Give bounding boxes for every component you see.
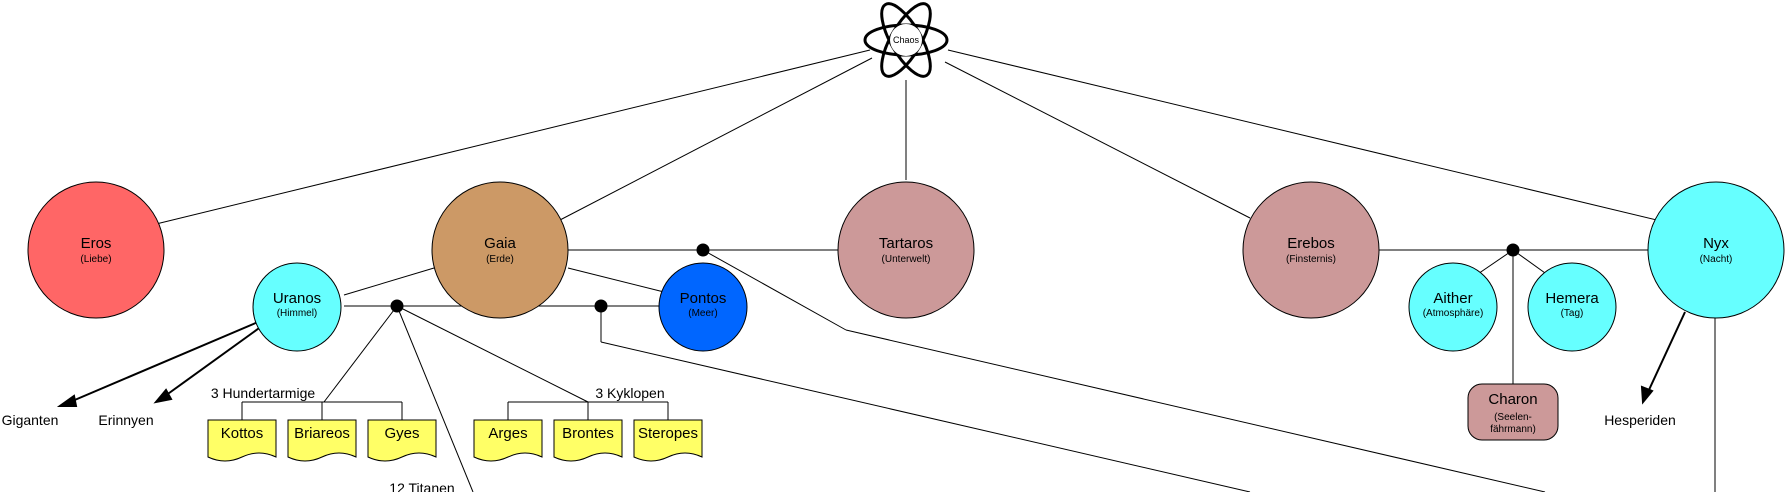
union-dot-gaia-pontos	[594, 299, 608, 313]
deity-name: Eros	[81, 235, 112, 252]
deity-sub: (Erde)	[486, 254, 514, 265]
box-label: Brontes	[562, 425, 614, 442]
box-label: Briareos	[294, 425, 350, 442]
chaos-label: Chaos	[893, 35, 920, 45]
union-dot-gaia-tartaros	[696, 243, 710, 257]
deity-sub: (Nacht)	[1700, 254, 1733, 265]
doc-box-steropes: Steropes	[633, 419, 703, 462]
deity-name: Hemera	[1545, 290, 1599, 307]
group-label-kyklopen: 3 Kyklopen	[595, 385, 664, 401]
doc-box-gyes: Gyes	[367, 419, 437, 462]
deity-charon: Charon (Seelen- fährmann)	[1467, 383, 1559, 441]
deity-eros: Eros (Liebe)	[27, 181, 165, 319]
deity-tartaros: Tartaros (Unterwelt)	[837, 181, 975, 319]
deity-sub: (Meer)	[688, 308, 717, 319]
deity-name: Tartaros	[879, 235, 933, 252]
deity-sub-line2: fährmann)	[1490, 424, 1536, 435]
union-dot-erebos-nyx	[1506, 243, 1520, 257]
box-label: Gyes	[384, 425, 419, 442]
box-label: Arges	[488, 425, 527, 442]
offspring-hesperiden: Hesperiden	[1604, 412, 1676, 428]
deity-aither: Aither (Atmosphäre)	[1408, 262, 1498, 352]
chaos-atom-icon: Chaos	[863, 2, 949, 78]
deity-name: Pontos	[680, 290, 727, 307]
box-label: Kottos	[221, 425, 264, 442]
group-label-hundertarmige: 3 Hundertarmige	[211, 385, 315, 401]
deity-name: Nyx	[1703, 235, 1729, 252]
deity-name: Erebos	[1287, 235, 1335, 252]
deity-pontos: Pontos (Meer)	[658, 262, 748, 352]
offspring-erinnyen: Erinnyen	[98, 412, 153, 428]
deity-sub: (Liebe)	[80, 254, 111, 265]
deity-erebos: Erebos (Finsternis)	[1242, 181, 1380, 319]
deity-sub: (Atmosphäre)	[1423, 308, 1484, 319]
deity-hemera: Hemera (Tag)	[1527, 262, 1617, 352]
deity-sub-line1: (Seelen-	[1494, 412, 1532, 423]
union-dot-uranos-gaia	[390, 299, 404, 313]
deity-sub: (Himmel)	[277, 308, 318, 319]
deity-sub: (Finsternis)	[1286, 254, 1336, 265]
box-label: Steropes	[638, 425, 698, 442]
deity-gaia: Gaia (Erde)	[431, 181, 569, 319]
doc-box-brontes: Brontes	[553, 419, 623, 462]
deity-name: Aither	[1433, 290, 1472, 307]
deity-sub: (Tag)	[1561, 308, 1584, 319]
doc-box-arges: Arges	[473, 419, 543, 462]
deity-sub: (Unterwelt)	[882, 254, 931, 265]
deity-name: Gaia	[484, 235, 516, 252]
deity-name: Uranos	[273, 290, 321, 307]
deity-nyx: Nyx (Nacht)	[1647, 181, 1785, 319]
deity-uranos: Uranos (Himmel)	[252, 262, 342, 352]
doc-box-kottos: Kottos	[207, 419, 277, 462]
deity-name: Charon	[1488, 391, 1537, 408]
group-label-titanen: 12 Titanen	[389, 480, 454, 492]
offspring-giganten: Giganten	[2, 412, 59, 428]
union-dots	[390, 243, 1520, 313]
arrows	[56, 311, 1686, 407]
doc-box-briareos: Briareos	[287, 419, 357, 462]
